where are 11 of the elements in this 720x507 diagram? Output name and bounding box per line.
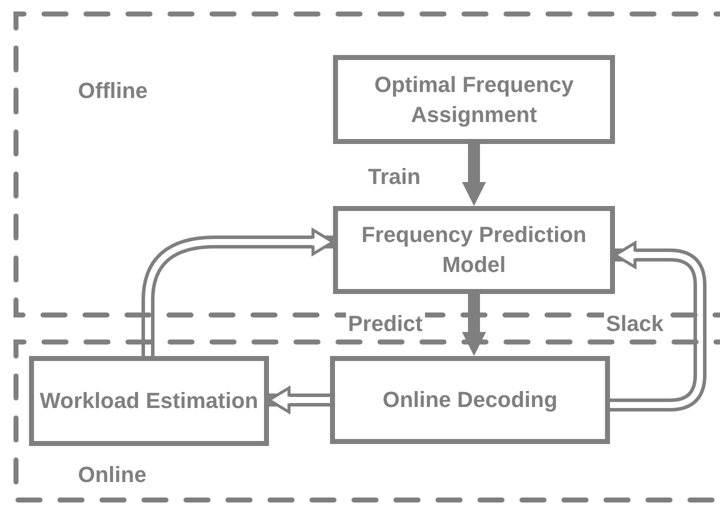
region-label: Online bbox=[78, 461, 146, 489]
box-label: Frequency Prediction Model bbox=[360, 221, 588, 279]
box-label: Online Decoding bbox=[382, 386, 558, 414]
box-label: Workload Estimation bbox=[40, 387, 258, 415]
process-box bbox=[333, 206, 615, 294]
box-label: Optimal Frequency Assignment bbox=[373, 70, 575, 129]
process-box bbox=[333, 55, 615, 144]
region-label: Offline bbox=[78, 77, 148, 105]
dashed-region bbox=[12, 338, 718, 504]
process-box bbox=[330, 356, 610, 444]
process-box bbox=[29, 356, 269, 446]
